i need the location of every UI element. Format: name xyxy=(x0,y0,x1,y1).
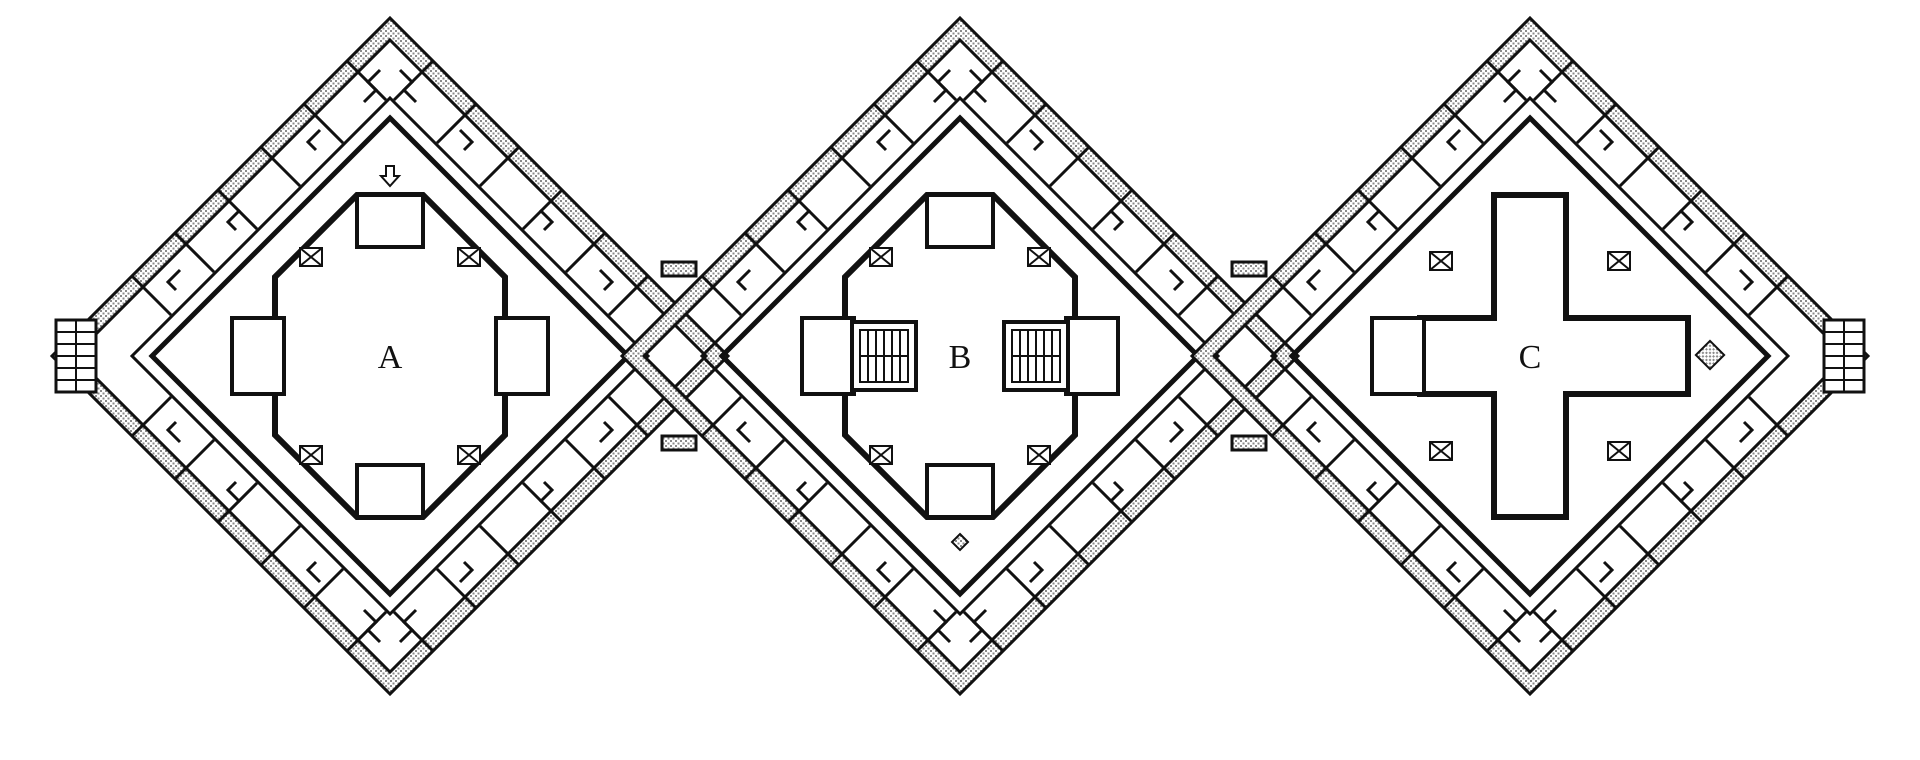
block-c-label: C xyxy=(1519,339,1542,376)
block-b-outer-wall xyxy=(619,15,1301,697)
block-b-label: B xyxy=(949,339,972,376)
connector-b-c xyxy=(1230,260,1268,452)
block-a-outer-wall xyxy=(49,15,731,697)
block-c: C xyxy=(1189,15,1871,697)
block-a-core-bay-n xyxy=(355,193,425,249)
block-a-west-stair xyxy=(54,318,98,394)
block-b-stair-west xyxy=(850,320,918,392)
block-b-corridor-wall xyxy=(718,114,1202,598)
block-b-apartments xyxy=(700,59,1220,653)
block-c-column-marker xyxy=(1694,339,1726,371)
block-c-corridor-wall xyxy=(1288,114,1772,598)
block-b-stair-east xyxy=(1002,320,1070,392)
block-b-core-bay-w xyxy=(800,316,856,396)
block-a-label: A xyxy=(378,339,403,376)
block-b-core-bay-s xyxy=(925,463,995,519)
block-a-core-bay-e xyxy=(494,316,550,396)
block-c-outer-wall xyxy=(1189,15,1871,697)
block-c-core-bay-w xyxy=(1370,316,1426,396)
block-c-core xyxy=(1417,192,1691,520)
block-a: A xyxy=(49,15,731,697)
block-a-entry-arrow xyxy=(378,165,402,188)
block-a-core-bay-s xyxy=(355,463,425,519)
block-b: B xyxy=(619,15,1301,697)
block-a-core-bay-w xyxy=(230,316,286,396)
block-b-column-marker xyxy=(950,532,970,552)
block-a-corridor-wall xyxy=(148,114,632,598)
block-b-core-bay-n xyxy=(925,193,995,249)
block-c-apartments xyxy=(1270,59,1790,653)
connector-a-b xyxy=(660,260,698,452)
block-a-apartments xyxy=(130,59,650,653)
block-c-east-stair xyxy=(1822,318,1866,394)
block-b-core-bay-e xyxy=(1064,316,1120,396)
